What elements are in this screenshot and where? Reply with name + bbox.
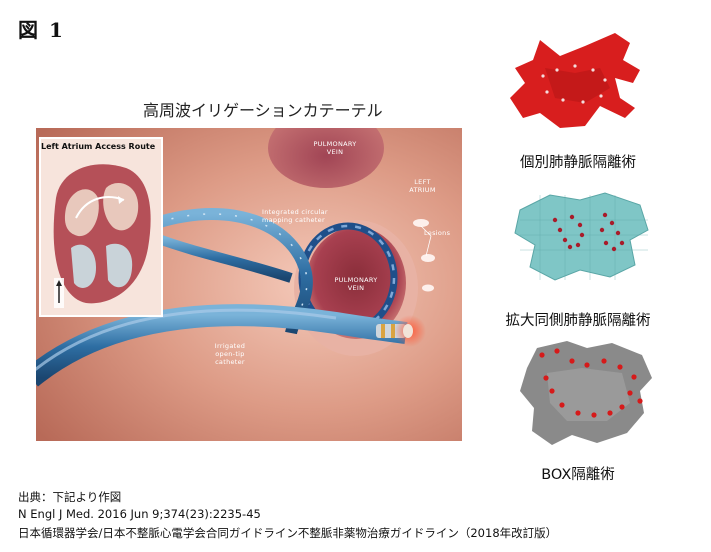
caption-segmental-isolation: 個別肺静脈隔離術 (520, 155, 636, 171)
source-line-1: 出典：下記より作図 (18, 490, 122, 504)
label-left-atrium: LEFT ATRIUM (409, 178, 436, 194)
label-pulmonary-vein-top: PULMONARY VEIN (313, 140, 357, 156)
inset-title: Left Atrium Access Route (41, 142, 156, 151)
label-integrated-catheter: Integrated circular mapping catheter (262, 208, 328, 224)
atrium-model-segmental (510, 33, 640, 128)
catheter-illustration (36, 128, 462, 441)
source-line-3: 日本循環器学会/日本不整脈心電学会合同ガイドライン不整脈非薬物治療ガイドライン（… (18, 526, 558, 540)
source-line-2: N Engl J Med. 2016 Jun 9;374(23):2235-45 (18, 507, 261, 521)
label-pulmonary-vein-center: PULMONARY VEIN (334, 276, 378, 292)
illustration-title: 高周波イリゲーションカテーテル (143, 101, 383, 120)
label-irrigated-catheter: Irrigated open-tip catheter (214, 342, 246, 366)
atrium-model-wide-antral (514, 192, 649, 281)
atrium-model-box (520, 341, 652, 445)
caption-box-isolation: BOX隔離術 (541, 467, 615, 483)
label-lesions: Lesions (424, 229, 451, 237)
caption-wide-antral-isolation: 拡大同側肺静脈隔離術 (505, 313, 651, 329)
figure-label: 図 1 (18, 18, 65, 42)
